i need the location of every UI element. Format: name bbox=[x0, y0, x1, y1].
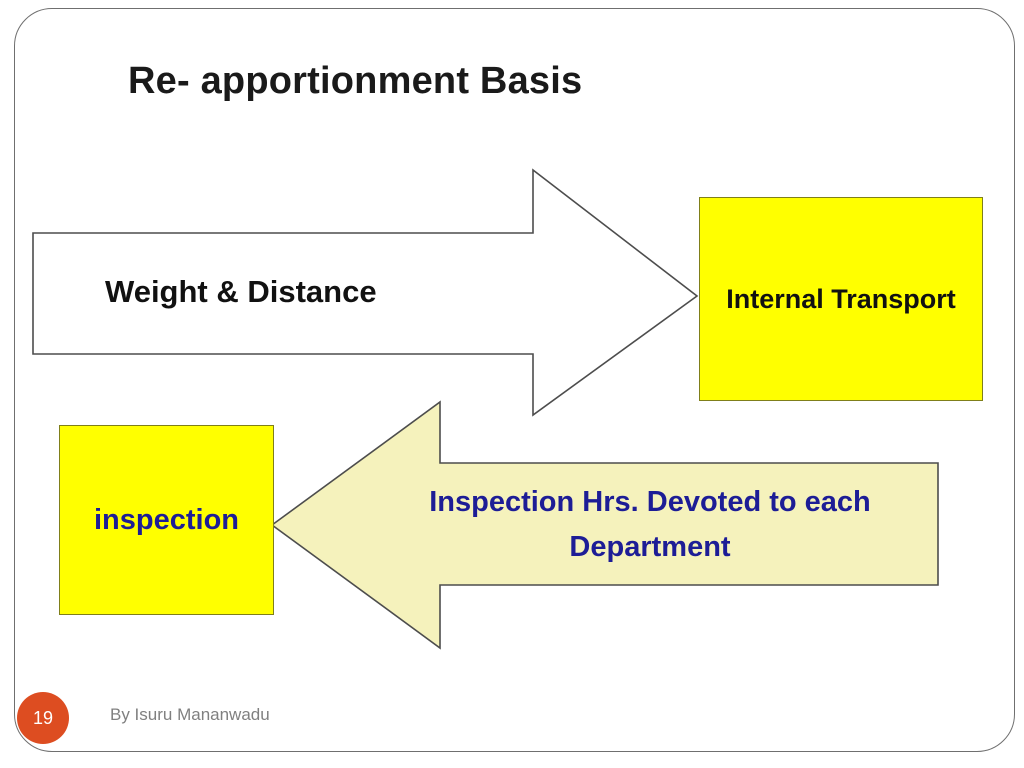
arrow-label-inspection-hrs-line2: Department bbox=[569, 530, 731, 563]
author-credit: By Isuru Mananwadu bbox=[110, 705, 270, 724]
arrow-label-inspection-hrs: Inspection Hrs. Devoted to each Departme… bbox=[372, 480, 928, 570]
node-inspection: inspection bbox=[59, 425, 274, 615]
arrow-label-weight-distance: Weight & Distance bbox=[105, 274, 377, 309]
page-title: Re- apportionment Basis bbox=[128, 60, 583, 102]
arrow-inspection-hrs-left bbox=[270, 400, 939, 650]
arrow-label-inspection-hrs-line1: Inspection Hrs. Devoted to each bbox=[429, 486, 871, 518]
node-inspection-label: inspection bbox=[93, 503, 239, 536]
node-internal-transport: Internal Transport bbox=[699, 197, 983, 401]
node-internal-transport-label: Internal Transport bbox=[726, 283, 956, 314]
slide-number-badge: 19 bbox=[17, 692, 69, 744]
arrow-weight-distance-right bbox=[32, 168, 699, 417]
